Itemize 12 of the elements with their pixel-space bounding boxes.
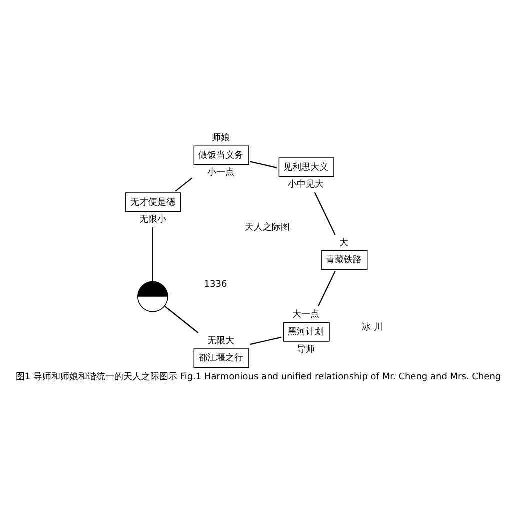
- node-label: 大: [340, 238, 349, 248]
- node-label: 无限大: [208, 336, 235, 346]
- node-label: 小中见大: [288, 180, 324, 190]
- node-label: 师娘: [212, 133, 230, 144]
- node-label: 小一点: [208, 168, 235, 178]
- node-label: 导师: [297, 344, 316, 354]
- label: 1336: [204, 280, 228, 290]
- node-label: 无限小: [139, 214, 166, 225]
- caption: 图1 导师和师娘和谐统一的天人之际图示 Fig.1 Harmonious and unified relationship of Mr. Cheng and Mrs. Cheng: [16, 372, 502, 382]
- label: 天人之际图: [245, 222, 290, 232]
- label: 冰 川: [362, 322, 384, 332]
- node-label: 大一点: [292, 310, 320, 320]
